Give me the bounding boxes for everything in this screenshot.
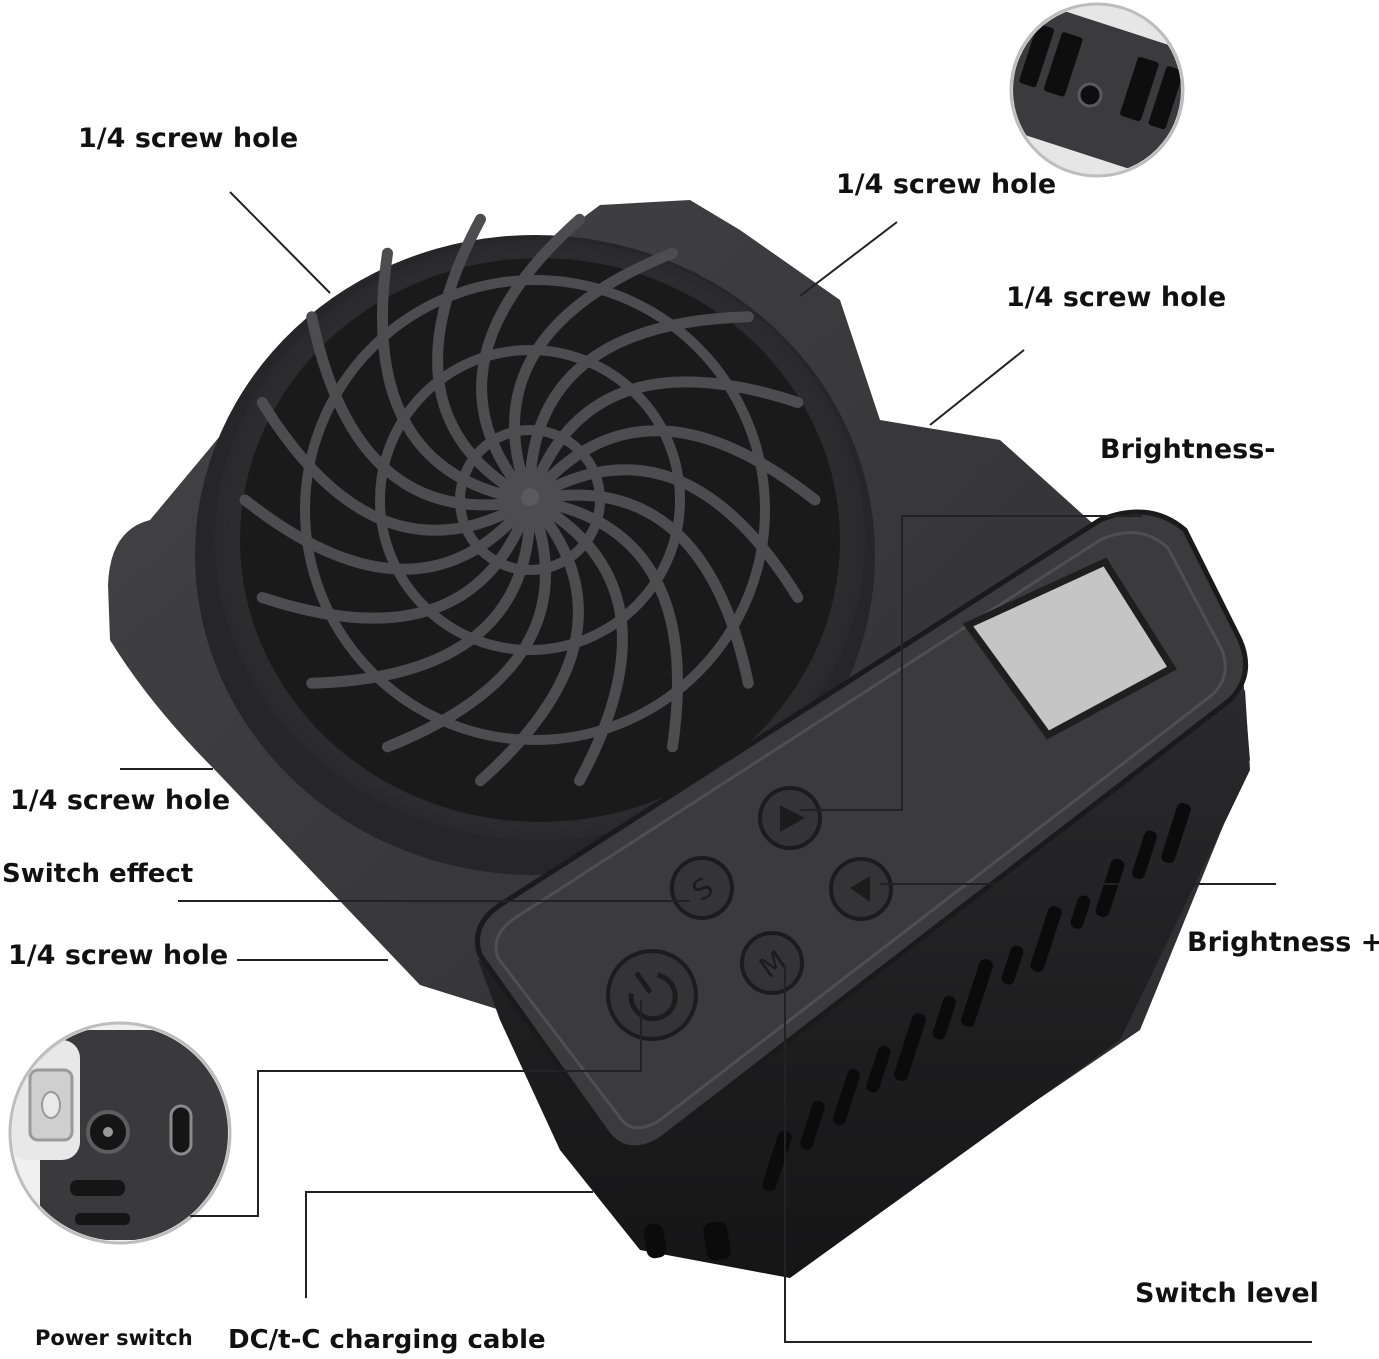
power-switch-slider-icon [41, 1091, 61, 1119]
power-button[interactable] [606, 949, 698, 1041]
screw-hole-inset-top [1009, 2, 1185, 178]
fan-grille [195, 213, 875, 875]
switch-effect-button[interactable]: S [670, 856, 734, 920]
fan-spoke [524, 376, 804, 506]
label-screw-hole-top-right: 1/4 screw hole [1006, 282, 1227, 313]
ventilation-slots [643, 802, 1191, 1261]
triangle-icon [850, 876, 870, 902]
label-brightness-minus: Brightness- [1100, 434, 1276, 465]
lcd-screen [962, 557, 1177, 740]
fan-spoke [306, 494, 536, 689]
label-screw-hole-top-left: 1/4 screw hole [78, 123, 299, 154]
brightness-plus-button[interactable] [829, 857, 893, 921]
label-screw-hole-left-upper: 1/4 screw hole [10, 785, 231, 816]
label-brightness-plus: Brightness + [1187, 927, 1379, 958]
power-icon [628, 971, 678, 1022]
leader-lines [120, 191, 1312, 1343]
label-switch-level: Switch level [1135, 1278, 1319, 1309]
fan-spoke [256, 494, 536, 624]
fan-spoke [239, 494, 536, 575]
screw-hole-icon [1077, 82, 1103, 108]
fan-spoke [256, 397, 536, 536]
label-power-switch: Power switch [35, 1326, 193, 1350]
ports-inset [8, 1021, 232, 1245]
usb-c-port-icon [169, 1104, 193, 1156]
label-screw-hole-left-lower: 1/4 screw hole [8, 940, 229, 971]
label-charging-cable: DC/t-C charging cable [228, 1325, 546, 1355]
fan-spoke [509, 247, 678, 506]
fan-spoke [306, 311, 536, 511]
fan-spoke [432, 213, 536, 506]
switch-level-button[interactable]: M [740, 931, 804, 995]
label-switch-effect: Switch effect [2, 859, 194, 889]
label-screw-hole-top-mid: 1/4 screw hole [836, 169, 1057, 200]
fan-spoke [524, 311, 754, 506]
play-icon [780, 805, 805, 832]
fan-spoke [376, 247, 536, 506]
fan-spoke [476, 213, 585, 506]
fan-spoke [524, 425, 821, 506]
brightness-minus-button[interactable] [758, 786, 822, 850]
